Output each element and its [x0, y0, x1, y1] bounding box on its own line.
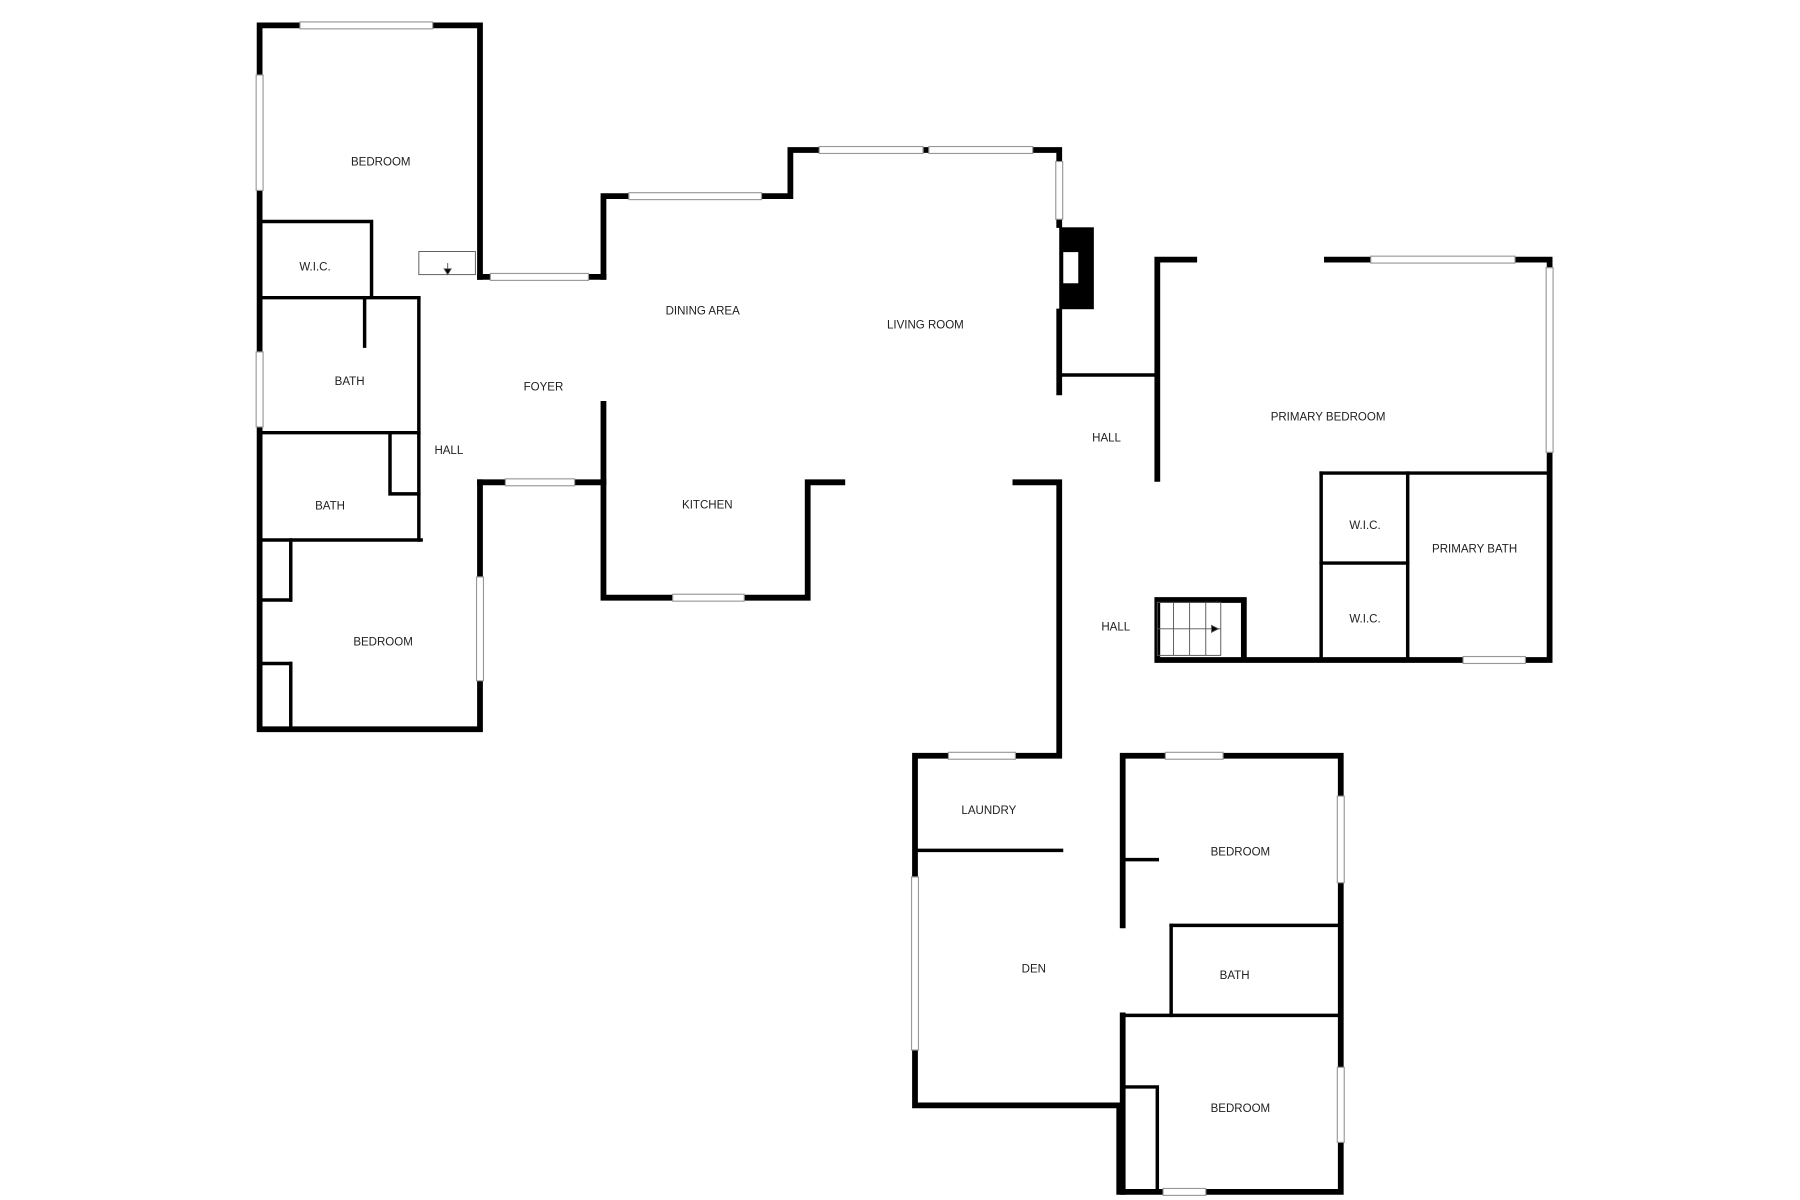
room-label-primary-bath: PRIMARY BATH [1432, 543, 1517, 555]
stairs-icon [418, 251, 476, 276]
room-label-bedroom: BEDROOM [353, 637, 413, 649]
room-label-bedroom: BEDROOM [1211, 847, 1271, 859]
room-label-bath: BATH [1220, 970, 1250, 982]
room-label-wic: W.I.C. [1349, 520, 1380, 532]
room-label-hall: HALL [1092, 433, 1121, 445]
room-label-wic: W.I.C. [299, 262, 330, 274]
room-label-kitchen: KITCHEN [682, 499, 733, 511]
walls [256, 22, 1553, 1195]
room-label-bedroom: BEDROOM [351, 157, 411, 169]
room-label-living-room: LIVING ROOM [887, 319, 964, 331]
room-labels: BEDROOM W.I.C. BATH BATH HALL BEDROOM FO… [299, 157, 1517, 1115]
room-label-hall: HALL [434, 445, 463, 457]
room-label-hall: HALL [1101, 622, 1130, 634]
room-label-bath: BATH [335, 376, 365, 388]
fireplace-icon [1059, 227, 1094, 310]
room-label-dining-area: DINING AREA [666, 306, 741, 318]
room-label-wic: W.I.C. [1349, 614, 1380, 626]
room-label-foyer: FOYER [524, 382, 564, 394]
room-label-bedroom: BEDROOM [1211, 1103, 1271, 1115]
windows [255, 21, 1554, 1196]
stairs-icon [1156, 601, 1222, 656]
room-label-primary-bedroom: PRIMARY BEDROOM [1271, 412, 1386, 424]
room-label-bath: BATH [315, 501, 345, 513]
room-label-laundry: LAUNDRY [961, 805, 1016, 817]
room-label-den: DEN [1022, 963, 1046, 975]
